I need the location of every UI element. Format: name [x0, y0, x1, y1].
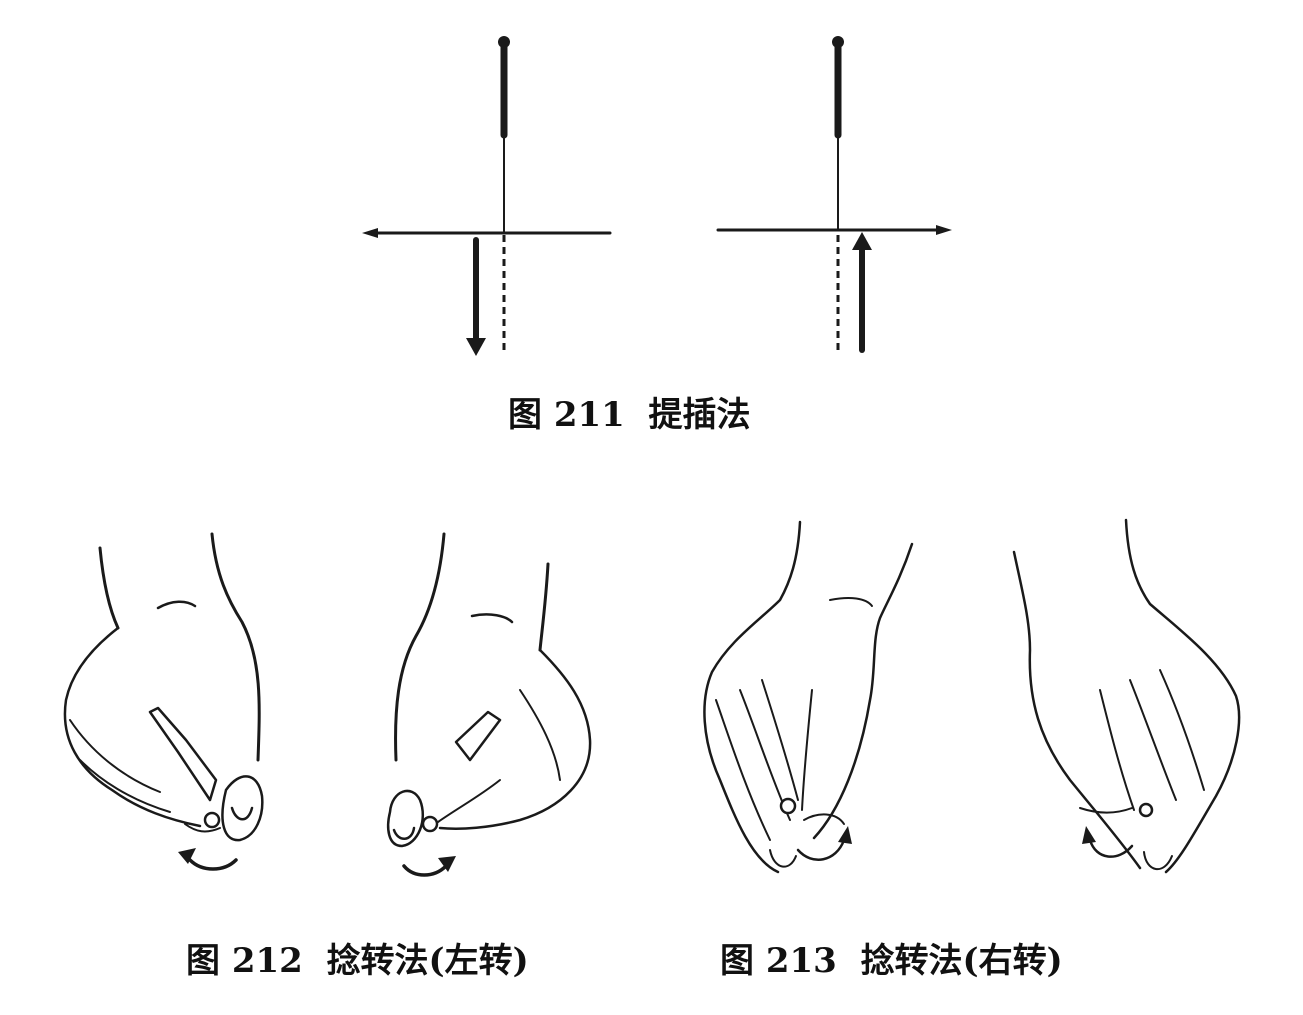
rotate-arrow-icon [1082, 826, 1134, 858]
figure-213-twirl-right [703, 518, 1241, 874]
rotate-arrow-icon [402, 856, 456, 877]
hand-icon [703, 520, 914, 874]
hand-icon [1012, 518, 1241, 874]
hand-icon [386, 532, 592, 848]
rotate-arrow-icon [178, 848, 238, 871]
figure-caption: 图 212 捻转法(左转) [186, 941, 529, 981]
needle-icon [832, 36, 844, 352]
hand-icon [63, 532, 264, 842]
down-arrow-icon [466, 237, 486, 356]
figure-caption: 图 211 提插法 [508, 395, 751, 435]
figure-212-twirl-left [63, 532, 592, 877]
skin-line [362, 228, 612, 238]
rotate-arrow-icon [796, 826, 852, 861]
needle-icon [498, 36, 510, 352]
figure-211-lift-thrust [362, 36, 952, 356]
skin-line [716, 225, 952, 235]
figure-caption: 图 213 捻转法(右转) [720, 941, 1063, 981]
up-arrow-icon [852, 232, 872, 353]
